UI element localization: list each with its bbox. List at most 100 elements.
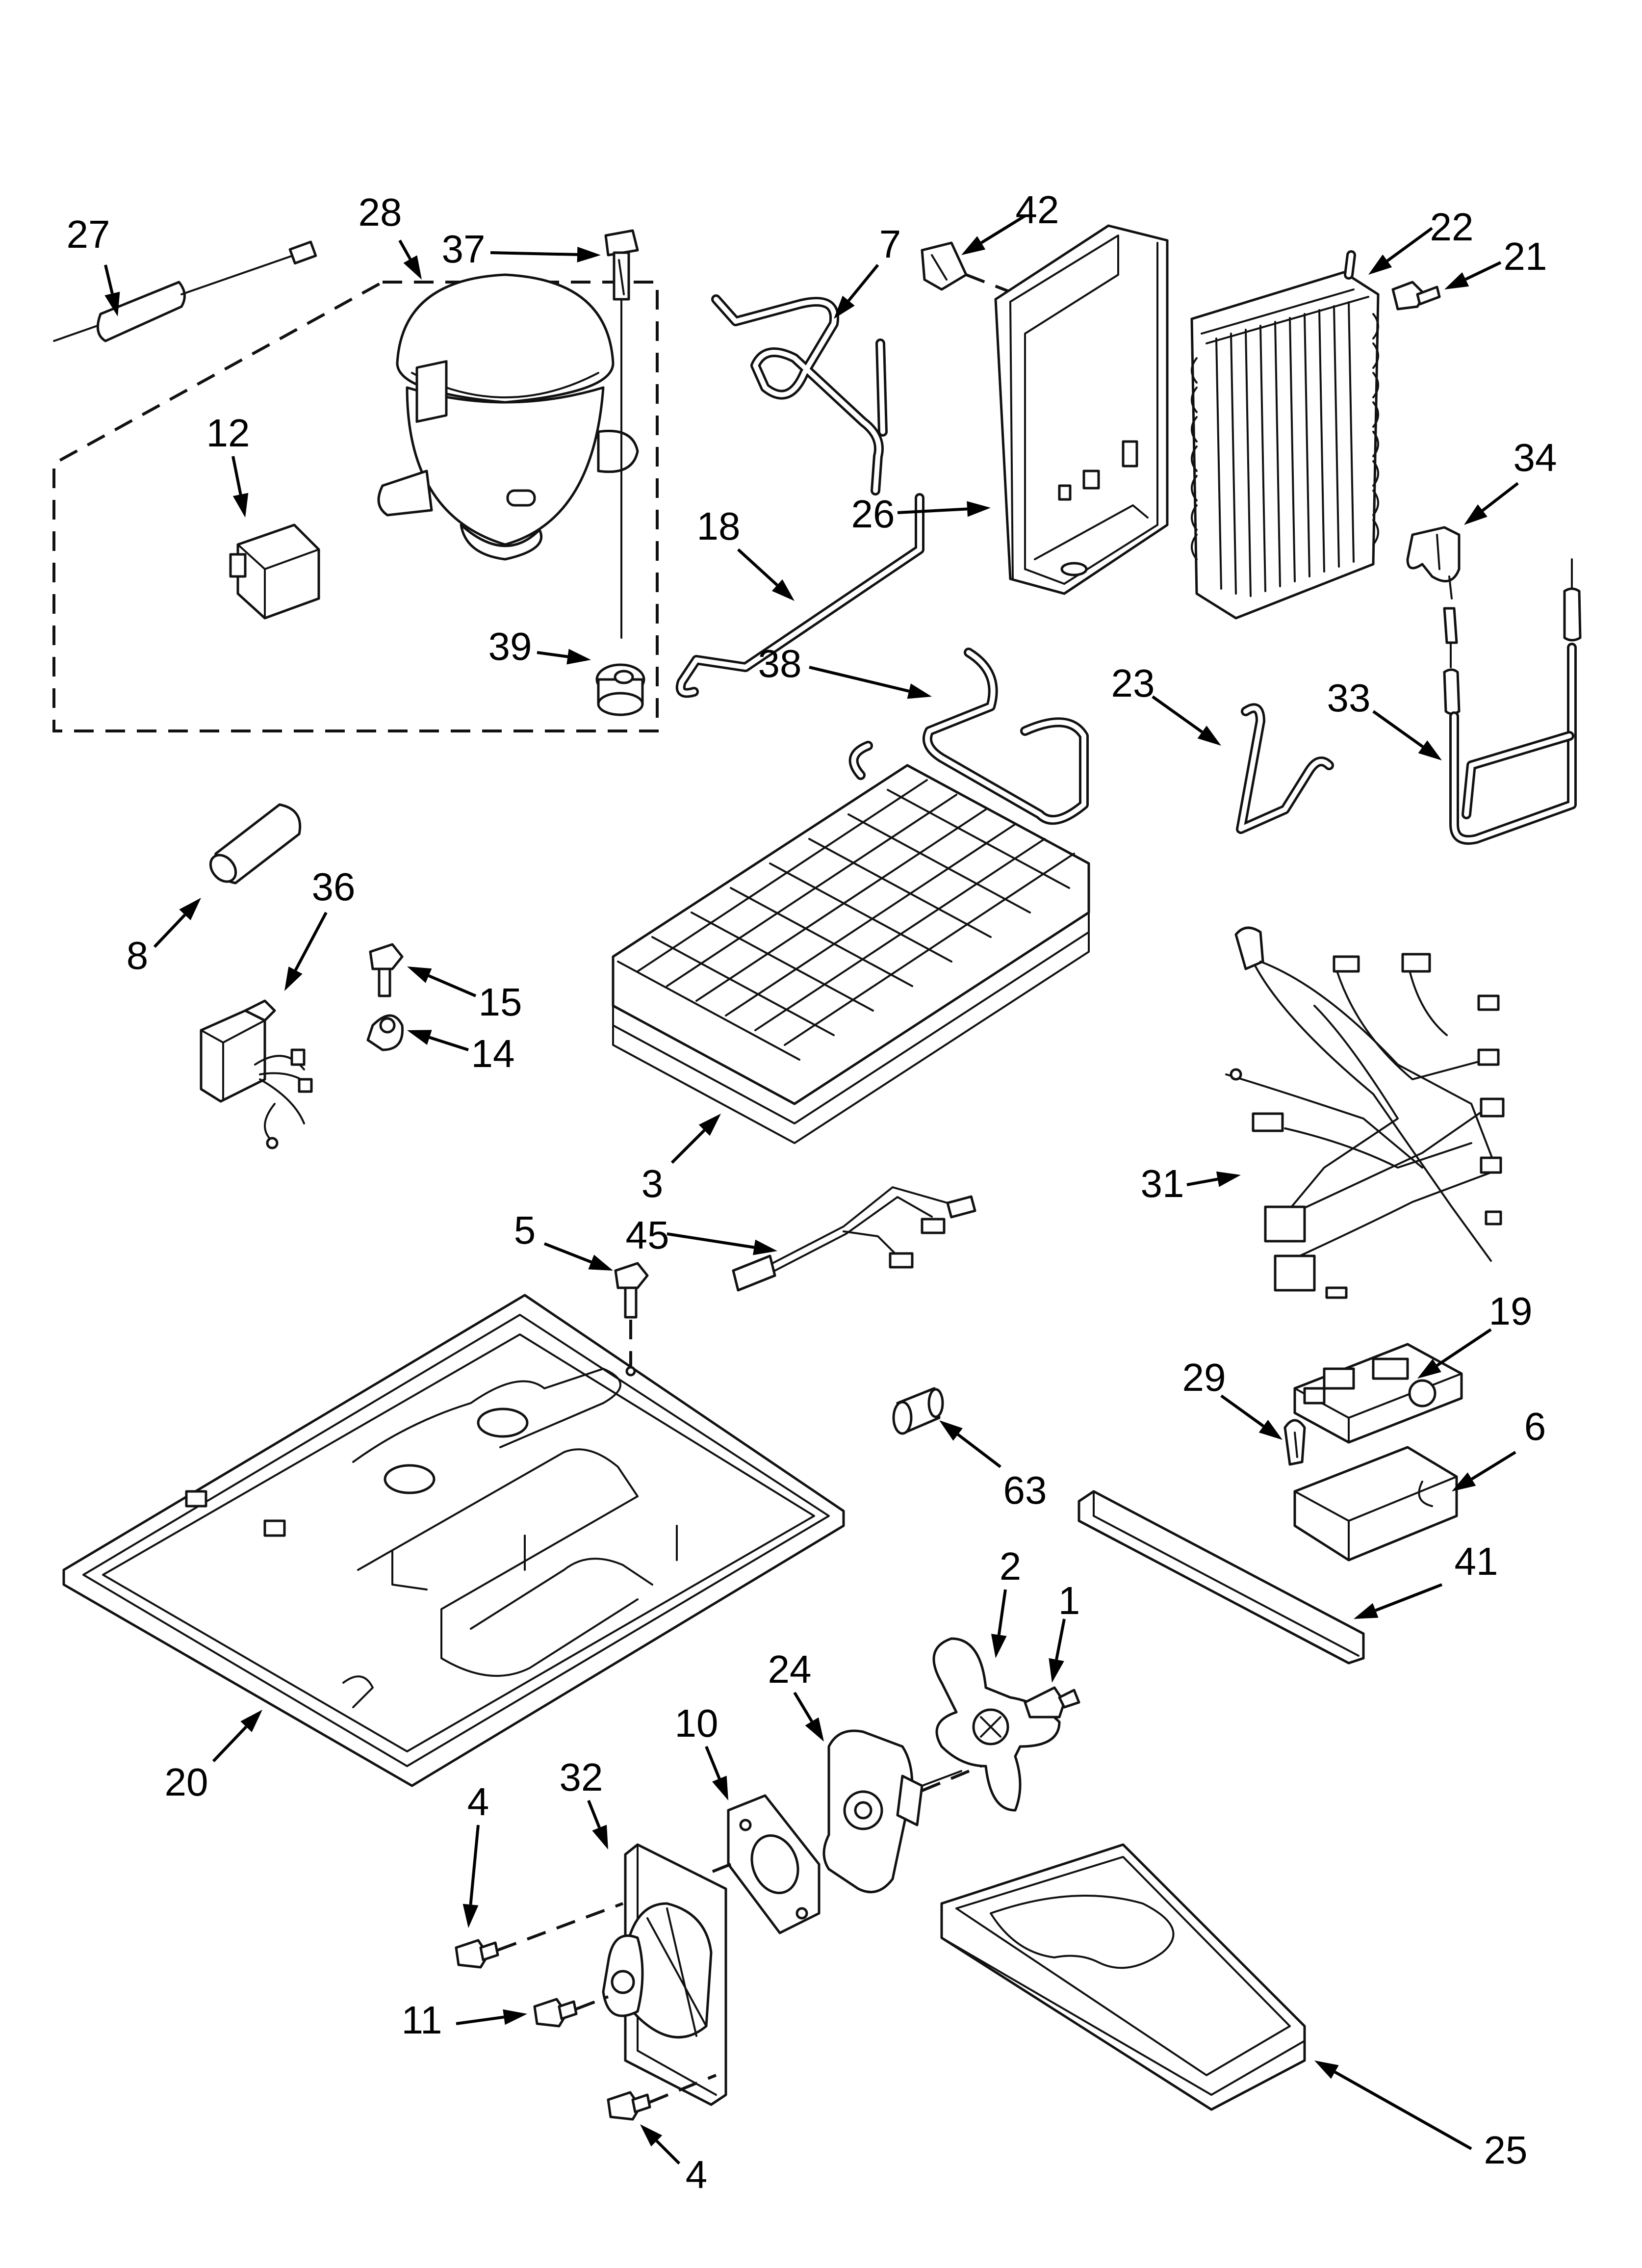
leader-line-38	[809, 666, 910, 693]
leader-line-20	[212, 1725, 248, 1763]
arrowhead-33	[1418, 740, 1442, 760]
callout-41: 41	[1455, 1539, 1498, 1583]
part-33-capillary[interactable]	[1443, 558, 1582, 845]
leader-line-11	[456, 2015, 504, 2025]
part-11-screw[interactable]	[533, 1995, 609, 2028]
part-26-evaporator-cover[interactable]	[994, 224, 1169, 595]
arrowhead-6	[1452, 1472, 1476, 1491]
part-1-screw[interactable]	[1024, 1686, 1080, 1719]
callout-15: 15	[479, 980, 522, 1024]
part-18-wire[interactable]	[675, 493, 924, 698]
callout-63: 63	[1003, 1468, 1047, 1512]
leader-line-18	[737, 548, 778, 586]
arrowhead-22	[1368, 254, 1392, 275]
part-31-wire-harness[interactable]	[1225, 926, 1505, 1299]
part-45-harness[interactable]	[732, 1186, 976, 1292]
callout-37: 37	[442, 227, 486, 271]
part-22-condenser[interactable]	[1190, 250, 1380, 620]
part-15-screw[interactable]	[369, 943, 404, 997]
part-28-compressor-assembly[interactable]	[52, 273, 659, 732]
arrowhead-12	[232, 493, 249, 518]
part-6-cover[interactable]	[1293, 1446, 1458, 1562]
callout-3: 3	[641, 1162, 664, 1205]
part-38-tube[interactable]	[923, 648, 1089, 825]
leader-line-45	[667, 1232, 755, 1249]
leader-line-42	[980, 214, 1026, 244]
arrowhead-4b	[640, 2124, 663, 2147]
callout-19: 19	[1489, 1289, 1533, 1333]
arrowhead-1	[1049, 1658, 1064, 1683]
leader-line-8	[153, 913, 186, 948]
callout-45: 45	[626, 1213, 669, 1257]
callout-labels: 27 28 37 12 39 7 42 22 21 26 34 18 38 23…	[67, 188, 1557, 2196]
callout-12: 12	[206, 411, 250, 455]
callout-21: 21	[1504, 235, 1547, 278]
part-41-strip[interactable]	[1078, 1490, 1365, 1665]
part-23-bracket[interactable]	[1236, 703, 1334, 834]
arrowhead-39	[566, 649, 591, 665]
part-2-fan-blade[interactable]	[932, 1637, 1061, 1812]
arrowhead-23	[1197, 726, 1221, 746]
part-34-clip[interactable]	[1406, 526, 1461, 582]
callout-20: 20	[165, 1760, 208, 1804]
callout-31: 31	[1141, 1162, 1184, 1205]
part-7-tube[interactable]	[711, 294, 888, 495]
callout-10: 10	[675, 1701, 718, 1745]
leader-line-34	[1482, 482, 1519, 512]
part-10-gasket[interactable]	[632, 1794, 821, 1934]
part-24-fan-motor[interactable]	[822, 1729, 982, 1894]
part-29-clip[interactable]	[1283, 1419, 1306, 1466]
callout-leaders	[104, 214, 1519, 2165]
part-32-fan-shroud[interactable]	[602, 1843, 727, 2106]
leader-line-39	[537, 651, 568, 658]
part-36-start-device[interactable]	[200, 999, 313, 1149]
arrowhead-34	[1464, 504, 1488, 525]
arrowhead-8	[179, 898, 201, 920]
leader-line-63	[957, 1433, 1001, 1468]
leader-line-14	[429, 1036, 469, 1051]
arrowhead-38	[907, 683, 932, 699]
part-drawings	[52, 224, 1582, 2121]
part-25-drain-pan[interactable]	[940, 1843, 1306, 2111]
part-63-bushing[interactable]	[892, 1387, 944, 1435]
part-8-tube-insulator[interactable]	[205, 803, 302, 886]
leader-line-26	[897, 507, 968, 514]
part-19-control-board[interactable]	[1293, 1343, 1463, 1444]
arrowhead-4t	[462, 1903, 479, 1928]
part-20-base-plate[interactable]	[62, 1294, 845, 1787]
arrowhead-14	[407, 1030, 432, 1045]
part-21-screw[interactable]	[1391, 281, 1441, 311]
callout-36: 36	[312, 865, 356, 909]
part-39-grommet[interactable]	[595, 663, 645, 716]
callout-4-bottom: 4	[686, 2153, 708, 2196]
callout-18: 18	[697, 504, 741, 548]
part-3-evaporator[interactable]	[612, 741, 1090, 1144]
leader-line-10	[705, 1746, 721, 1779]
part-4-screw-bottom[interactable]	[607, 2074, 717, 2121]
part-12-relay[interactable]	[229, 523, 320, 620]
arrowhead-29	[1258, 1419, 1283, 1440]
part-14-clamp[interactable]	[366, 1014, 404, 1051]
callout-23: 23	[1111, 661, 1155, 705]
callout-26: 26	[851, 492, 895, 536]
part-42-clip[interactable]	[921, 241, 1011, 293]
leader-line-4b	[655, 2139, 681, 2165]
leader-line-29	[1220, 1394, 1264, 1428]
arrowhead-37	[577, 246, 601, 262]
leader-line-25	[1334, 2070, 1472, 2150]
callout-32: 32	[560, 1755, 603, 1799]
leader-line-36	[294, 912, 328, 971]
part-5-screw[interactable]	[614, 1262, 649, 1369]
leader-line-37	[490, 251, 578, 256]
part-37-bolt[interactable]	[604, 229, 639, 639]
part-4-screw-top[interactable]	[455, 1902, 624, 1969]
leader-line-6	[1471, 1451, 1516, 1481]
callout-27: 27	[67, 212, 110, 256]
arrowhead-32	[592, 1825, 608, 1850]
part-27-drier[interactable]	[53, 240, 317, 342]
leader-line-21	[1465, 261, 1502, 281]
callout-1: 1	[1058, 1579, 1080, 1622]
leader-line-41	[1375, 1583, 1443, 1612]
callout-38: 38	[758, 642, 802, 685]
callout-33: 33	[1327, 676, 1371, 720]
